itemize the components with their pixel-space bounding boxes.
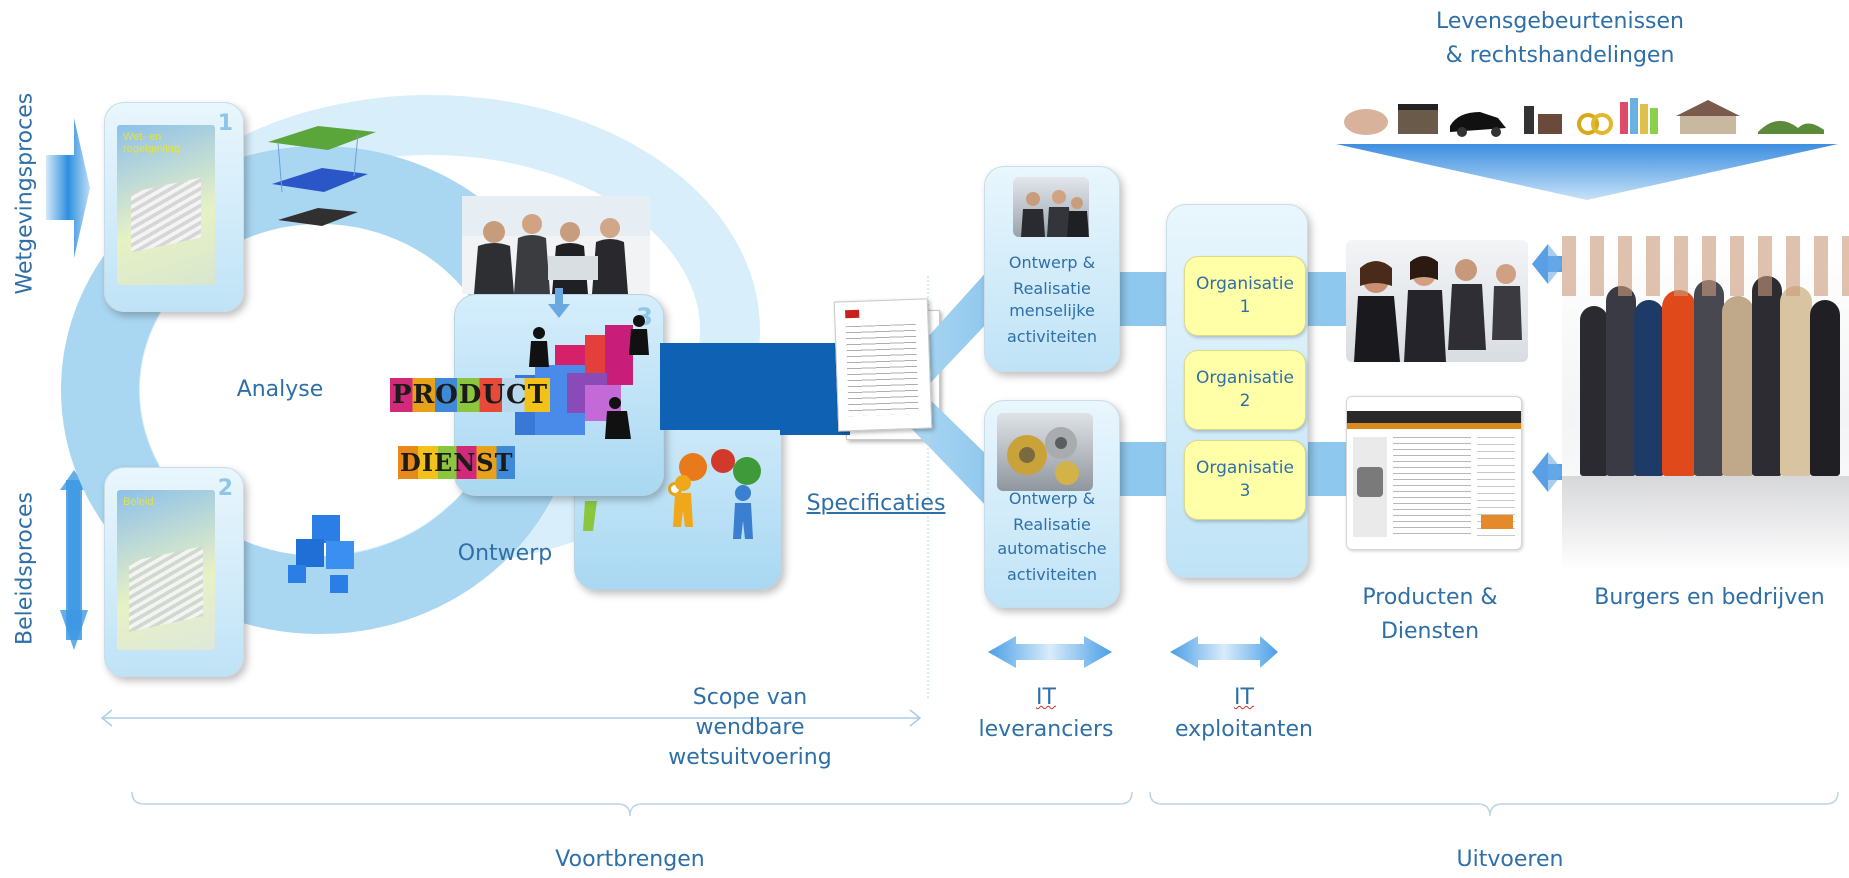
cubes-icon	[288, 515, 354, 593]
band-out-upper	[1306, 272, 1352, 326]
left-arrows	[46, 118, 90, 650]
it-suppliers-arrow	[988, 636, 1112, 668]
document-title: Wet- en regelgeving	[123, 131, 180, 155]
life-events-icons	[1344, 98, 1824, 137]
execute-label: Uitvoeren	[1456, 847, 1564, 872]
it-operators-label: exploitanten	[1175, 717, 1313, 742]
it-operators-arrow	[1170, 636, 1278, 668]
human-line2: Realisatie	[1013, 279, 1091, 298]
life-events-funnel	[1336, 144, 1838, 200]
human-activities-card[interactable]: Ontwerp & Realisatie menselijke activite…	[984, 166, 1120, 372]
life-events-title-line2: & rechtshandelingen	[1445, 43, 1675, 68]
execute-brace	[1149, 791, 1839, 817]
human-line3: menselijke	[1009, 301, 1095, 320]
product-word: PRODUCT	[390, 378, 551, 412]
it-operators-it: IT	[1234, 685, 1254, 710]
it-suppliers-it: IT	[1036, 685, 1056, 710]
output-exchange-arrows	[1532, 244, 1564, 492]
specifications-document	[833, 298, 933, 432]
products-services-line2: Diensten	[1380, 619, 1480, 644]
spec-band	[660, 343, 850, 435]
website-screenshot	[1346, 396, 1522, 550]
citizens-crowd	[1562, 236, 1849, 570]
scope-line3: wetsuitvoering	[668, 745, 832, 770]
human-line4: activiteiten	[1006, 327, 1098, 346]
specifications-link[interactable]: Specificaties	[806, 491, 946, 516]
policy-document: Beleid	[117, 490, 215, 650]
band-out-lower	[1306, 442, 1352, 496]
analysis-label: Analyse	[236, 377, 324, 402]
scope-line1: Scope van	[692, 685, 808, 710]
human-line1: Ontwerp &	[1008, 253, 1096, 272]
phase-braces	[131, 791, 1839, 817]
policy-card[interactable]: Beleid 2	[104, 467, 244, 677]
auto-line3: automatische	[997, 539, 1107, 558]
meeting-photo	[462, 196, 650, 294]
design-label: Ontwerp	[457, 541, 553, 566]
auto-line4: activiteiten	[1006, 565, 1098, 584]
gears-photo	[997, 413, 1093, 491]
service-word: DIENST	[398, 446, 516, 479]
life-events-title-line1: Levensgebeurtenissen	[1436, 9, 1684, 34]
legislation-arrow	[46, 118, 90, 258]
legislation-document: Wet- en regelgeving	[117, 125, 215, 285]
it-arrows	[988, 636, 1278, 668]
card-number-2: 2	[217, 476, 233, 501]
call-centre-photo	[1346, 240, 1528, 362]
auto-line1: Ontwerp &	[1008, 489, 1096, 508]
legislation-card[interactable]: Wet- en regelgeving 1	[104, 102, 244, 312]
office-photo	[1013, 177, 1089, 237]
scope-line2: wendbare	[695, 715, 805, 740]
automated-activities-card[interactable]: Ontwerp & Realisatie automatische activi…	[984, 400, 1120, 608]
auto-line2: Realisatie	[1013, 515, 1091, 534]
it-suppliers-label: leveranciers	[978, 717, 1114, 742]
document-title: Beleid	[123, 496, 154, 508]
produce-label: Voortbrengen	[555, 847, 705, 872]
card-number-1: 1	[217, 111, 233, 136]
gears-people-icon	[583, 449, 761, 539]
layered-model-icon	[268, 126, 376, 226]
down-arrow-icon	[548, 288, 570, 318]
products-services-line1: Producten &	[1362, 585, 1498, 610]
citizens-and-companies-label: Burgers en bedrijven	[1594, 585, 1825, 610]
scope-arrow	[100, 709, 922, 727]
produce-brace	[131, 791, 1133, 817]
